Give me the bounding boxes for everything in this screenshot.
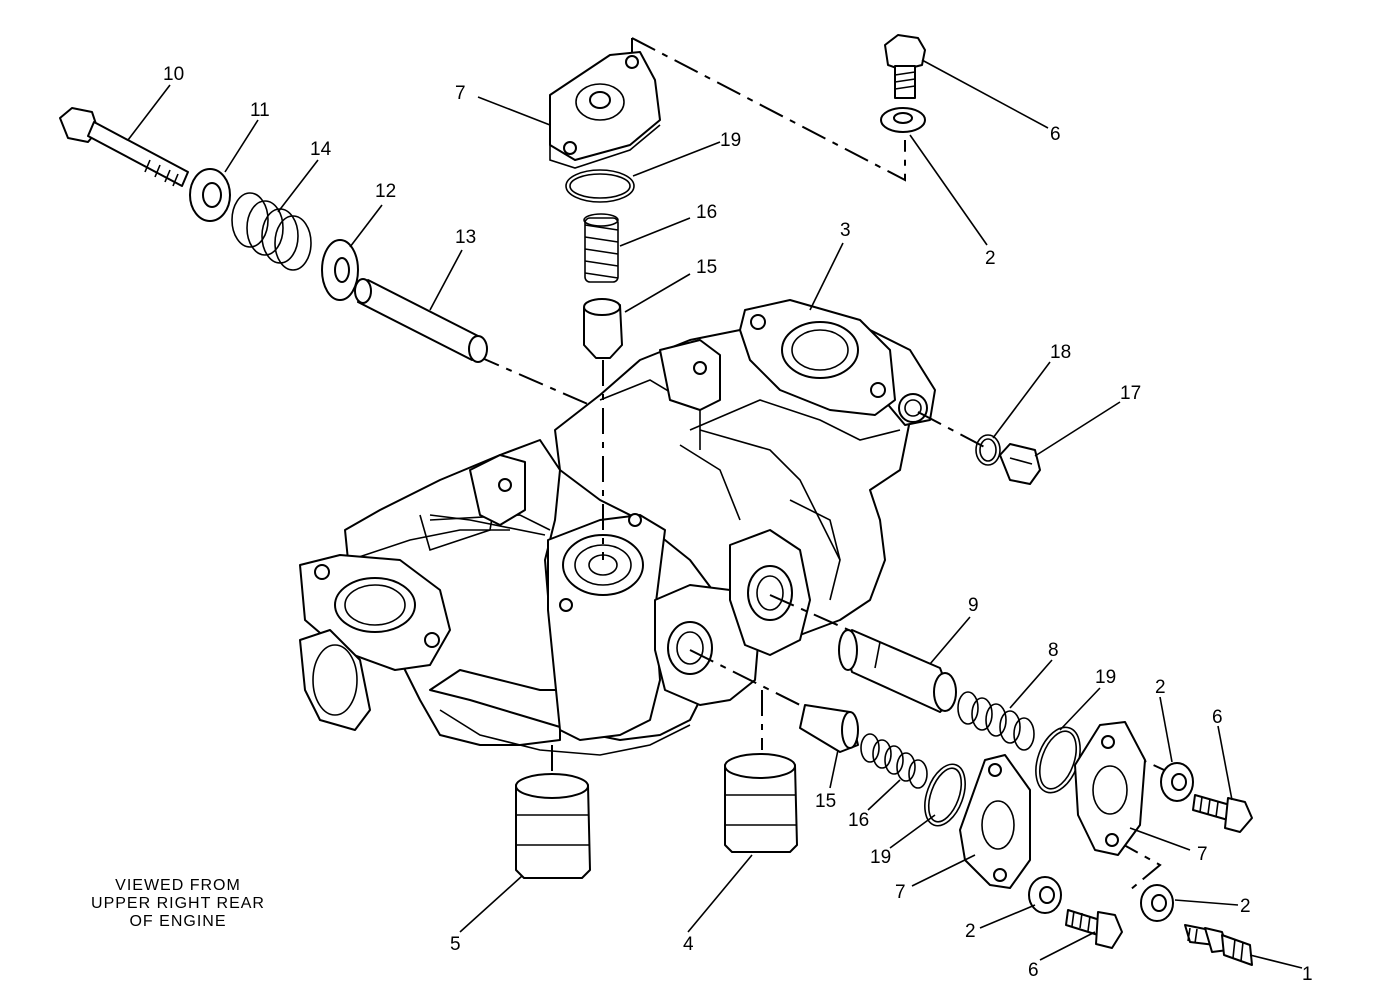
callout-11: 11 — [250, 100, 270, 121]
main-housing — [299, 299, 936, 756]
part-1-stud — [1184, 924, 1253, 966]
caption-line-3: OF ENGINE — [129, 913, 226, 930]
part-8-spring — [957, 691, 1035, 751]
part-13-tube — [354, 278, 488, 363]
part-14-spring — [231, 192, 312, 271]
part-7-top-cover — [549, 51, 661, 169]
callout-7-right: 7 — [1197, 844, 1208, 865]
callout-2-lower-right: 2 — [1240, 896, 1251, 917]
part-6-top-bolt — [884, 34, 926, 99]
callout-1: 1 — [1302, 964, 1313, 985]
view-caption: VIEWED FROM UPPER RIGHT REAR OF ENGINE — [91, 877, 265, 930]
callout-15-top: 15 — [696, 257, 717, 278]
part-2-washer-lower-right — [1140, 884, 1174, 922]
callout-7-top: 7 — [455, 83, 466, 104]
callout-2-lower: 2 — [965, 921, 976, 942]
part-17-plug — [999, 443, 1041, 485]
part-4-cartridge — [724, 753, 798, 853]
part-6-bolt-lower — [1065, 909, 1123, 949]
leader-lines — [127, 59, 1303, 969]
part-15-lower-plug — [799, 704, 859, 753]
callout-16-lower: 16 — [848, 810, 869, 831]
caption-line-2: UPPER RIGHT REAR — [91, 895, 265, 912]
part-2-washer-lower — [1028, 876, 1062, 914]
callout-4: 4 — [683, 934, 694, 955]
top-valve-stack — [565, 169, 635, 359]
callout-labels: 10 11 14 12 13 7 19 16 15 6 2 3 18 17 9 … — [163, 64, 1313, 985]
part-19-oring-lower — [924, 763, 966, 827]
part-5-cartridge — [515, 773, 591, 879]
callout-7-lower: 7 — [895, 882, 906, 903]
callout-6-lower: 6 — [1028, 960, 1039, 981]
part-11-washer — [189, 168, 231, 222]
callout-18: 18 — [1050, 342, 1071, 363]
callout-3: 3 — [840, 220, 851, 241]
callout-6-right: 6 — [1212, 707, 1223, 728]
callout-6-top: 6 — [1050, 124, 1061, 145]
callout-2-top: 2 — [985, 248, 996, 269]
callout-14: 14 — [310, 139, 332, 160]
callout-19-top: 19 — [720, 130, 741, 151]
part-2-top-washer — [880, 107, 926, 133]
callout-13: 13 — [455, 227, 476, 248]
callout-9: 9 — [968, 595, 979, 616]
part-2-washer-right — [1160, 762, 1194, 802]
callout-19-lower: 19 — [870, 847, 891, 868]
callout-8: 8 — [1048, 640, 1059, 661]
part-16-lower-spring — [860, 733, 928, 789]
callout-5: 5 — [450, 934, 461, 955]
part-7-lower-cover — [959, 754, 1031, 889]
callout-16-top: 16 — [696, 202, 717, 223]
part-10-bolt — [59, 107, 189, 187]
part-7-right-cover — [1074, 721, 1146, 856]
part-18-oring — [975, 434, 1001, 466]
callout-15-lower: 15 — [815, 791, 836, 812]
callout-2-right: 2 — [1155, 677, 1166, 698]
part-9-valve — [838, 629, 957, 713]
callout-19-right: 19 — [1095, 667, 1116, 688]
callout-10: 10 — [163, 64, 184, 85]
caption-line-1: VIEWED FROM — [115, 877, 241, 894]
callout-17: 17 — [1120, 383, 1141, 404]
callout-12: 12 — [375, 181, 396, 202]
part-6-bolt-right — [1192, 794, 1253, 833]
part-12-washer — [321, 239, 359, 301]
